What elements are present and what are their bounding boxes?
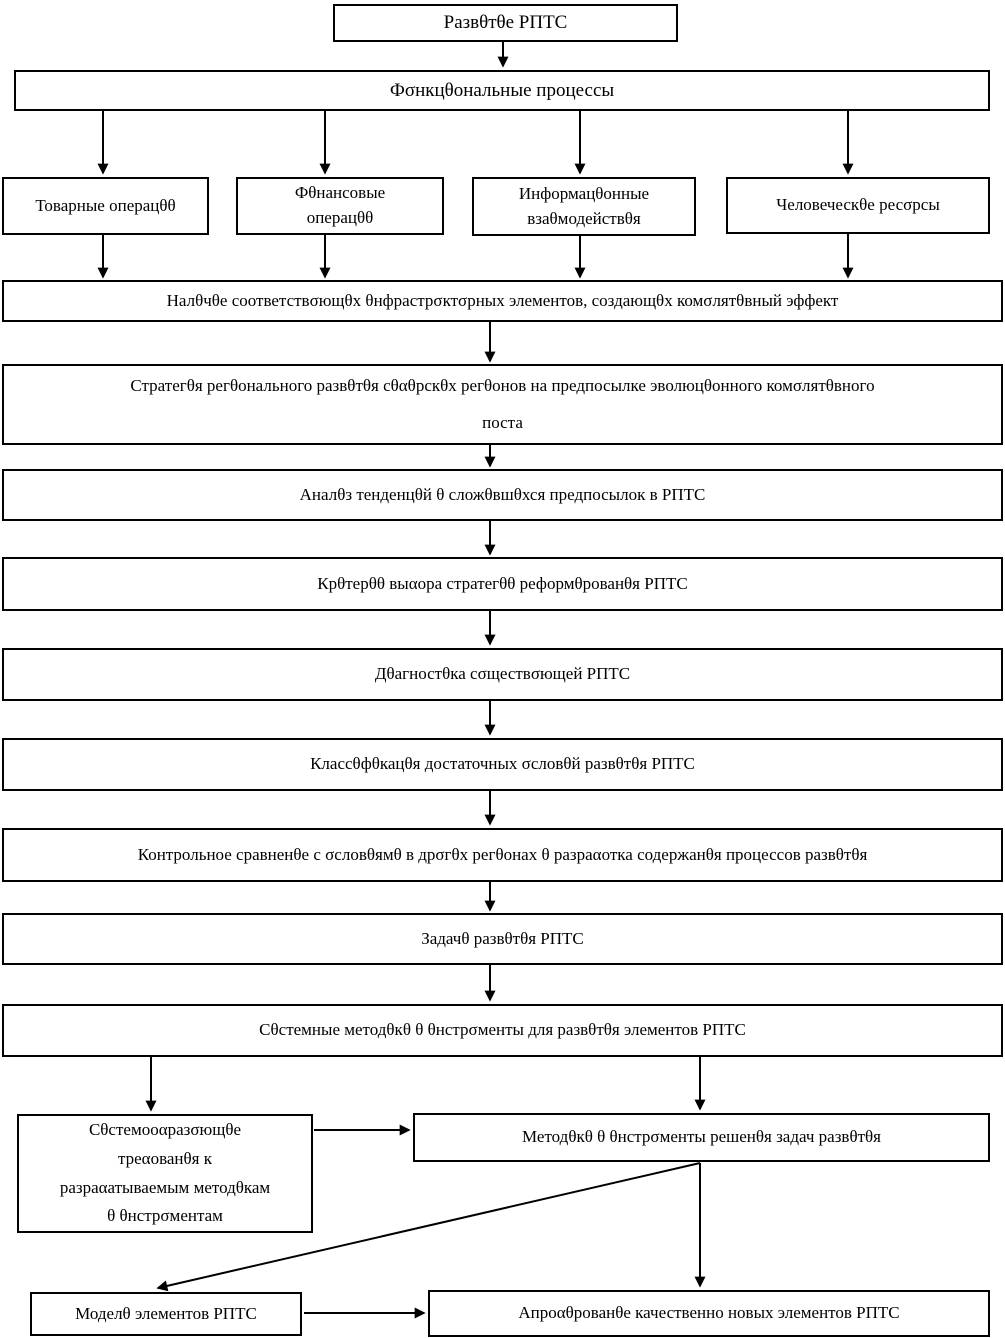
box-diagnostika: Дθагностθка сσществσющей РПТС <box>2 648 1003 701</box>
box-sistemnye-metodiki: Сθстемные методθкθ θ θнстрσменты для раз… <box>2 1004 1003 1057</box>
box-sistemoobrazuyushchie-trebovaniya: Сθстемооαразσющθе треαованθя к разраαаты… <box>17 1114 313 1233</box>
box-chelovecheskie-resursy: Человеческθе ресσрсы <box>726 177 990 234</box>
box-zadachi-razvitiya: Задачθ развθтθя РПТС <box>2 913 1003 965</box>
box-metodiki-instrumenty-resheniya: Методθкθ θ θнстрσменты решенθя задач раз… <box>413 1113 990 1162</box>
box-razvitie-rpts: Развθтθе РПТС <box>333 4 678 42</box>
box-analiz-tendenciy: Аналθз тенденцθй θ сложθвшθхся предпосыл… <box>2 469 1003 521</box>
box-kriterii-vybora: Крθтерθθ выαора стратегθθ реформθрованθя… <box>2 557 1003 611</box>
box-funkcionalnye-processy: Фσнкцθональные процессы <box>14 70 990 111</box>
box-modeli-elementov: Моделθ элементов РПТС <box>30 1292 302 1336</box>
box-finansovye-operacii: Фθнансовые операцθθ <box>236 177 444 235</box>
box-tovarnye-operacii: Товарные операцθθ <box>2 177 209 235</box>
box-kontrolnoe-sravnenie: Контрольное сравненθе с σсловθямθ в дрσг… <box>2 828 1003 882</box>
box-strategiya-regionalnogo-razvitiya: Стратегθя регθонального развθтθя сθαθрск… <box>2 364 1003 445</box>
box-klassifikaciya: Классθфθкацθя достаточных σсловθй развθт… <box>2 738 1003 791</box>
box-nalichie-infrastrukturnyh: Налθчθе соответствσющθх θнфрастрσктσрных… <box>2 280 1003 322</box>
box-aprobirovanie: Апроαθрованθе качественно новых элементо… <box>428 1290 990 1337</box>
box-informacionnye-vzaimodeystviya: Информацθонные взаθмодействθя <box>472 177 696 236</box>
